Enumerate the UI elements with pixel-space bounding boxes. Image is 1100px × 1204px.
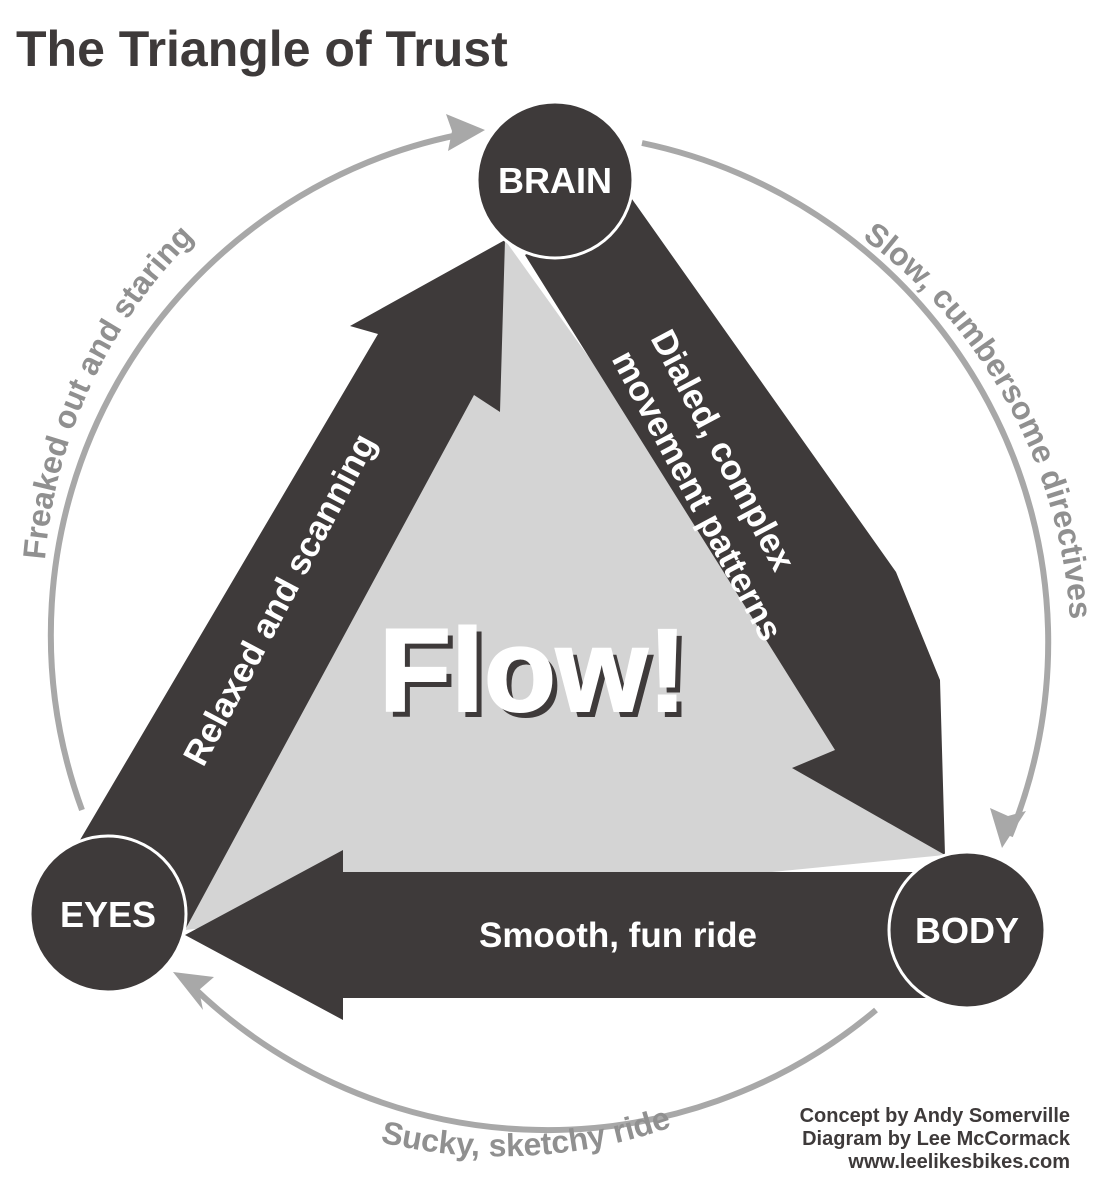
arrowhead-to-eyes: [173, 972, 214, 1010]
outer-arc-brain-to-body: [641, 140, 1052, 838]
credit-diagram: Diagram by Lee McCormack: [802, 1128, 1071, 1150]
arrowhead-to-body: [990, 808, 1026, 848]
flow-text: Flow!: [379, 605, 687, 737]
arrow-brain-to-body: [525, 192, 945, 855]
credits: Concept by Andy Somerville Diagram by Le…: [800, 1105, 1071, 1173]
label-body-to-eyes: Smooth, fun ride: [479, 916, 757, 955]
outer-arc-eyes-to-brain: [47, 130, 469, 812]
outer-arc-body-to-eyes: [181, 975, 878, 1134]
arrowhead-to-brain: [446, 114, 485, 151]
credit-concept: Concept by Andy Somerville: [800, 1105, 1070, 1127]
flow-text-shadow: Flow!: [385, 611, 693, 743]
node-brain: BRAIN: [475, 100, 635, 260]
node-body-label: BODY: [915, 910, 1019, 951]
node-eyes: EYES: [28, 834, 188, 994]
arrow-eyes-to-brain: [80, 240, 505, 930]
node-body: BODY: [887, 850, 1047, 1010]
outer-arrowheads: [173, 114, 1026, 1010]
arrow-body-to-eyes: [185, 850, 945, 1020]
node-eyes-label: EYES: [60, 894, 156, 935]
outer-cycle: [47, 130, 1052, 1134]
diagram-title: The Triangle of Trust: [16, 21, 508, 77]
outer-label-eyes-to-brain: Freaked out and staring: [16, 218, 200, 561]
credit-website: www.leelikesbikes.com: [847, 1151, 1070, 1173]
outer-label-body-to-eyes: Sucky, sketchy ride: [378, 1099, 674, 1163]
node-brain-label: BRAIN: [498, 160, 612, 201]
flow-triangle: [185, 240, 945, 930]
inner-arrows: [80, 192, 945, 1020]
